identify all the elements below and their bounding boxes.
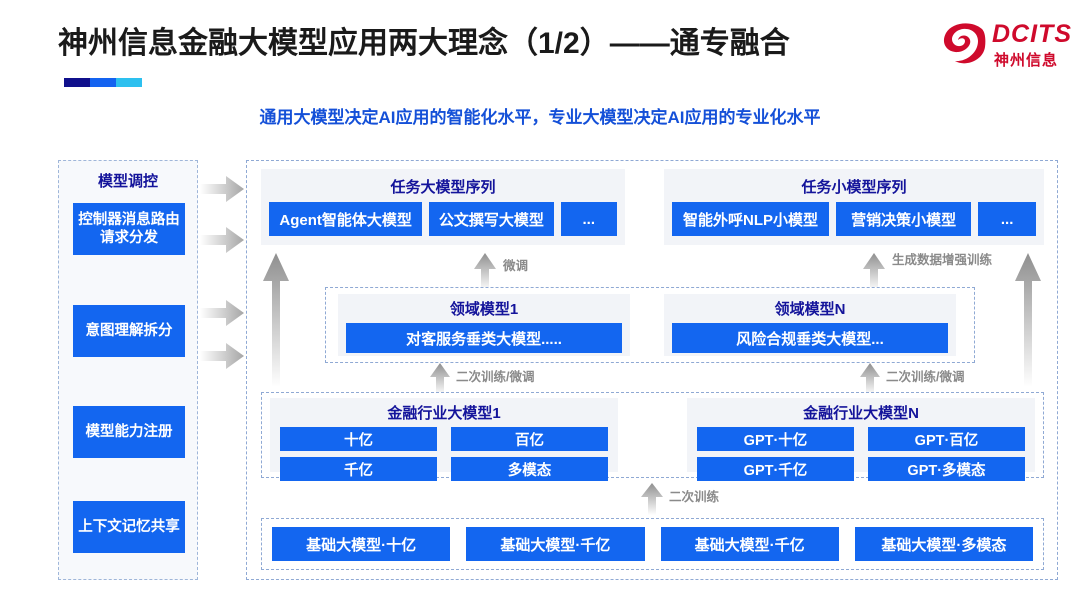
logo-wordmark-cn: 神州信息 — [994, 52, 1059, 69]
flow-arrow-up-gen-data — [863, 253, 885, 291]
task-small-chip-row: 智能外呼NLP小模型 营销决策小模型 ... — [664, 197, 1044, 244]
flow-arrow-up-finetune — [474, 253, 496, 291]
arrow-label-retrain-finetune-left: 二次训练/微调 — [456, 370, 535, 384]
sidebar-item-controller-routing[interactable]: 控制器消息路由请求分发 — [73, 203, 185, 255]
chip-ind-right-gpt-multimodal[interactable]: GPT·多模态 — [868, 457, 1025, 481]
task-small-title: 任务小模型序列 — [801, 179, 907, 196]
chip-risk-compliance-vertical[interactable]: 风险合规垂类大模型... — [672, 323, 948, 353]
logo-wordmark: DCITS — [992, 20, 1072, 48]
domain-left-chip-row: 对客服务垂类大模型..... — [338, 319, 630, 357]
industry-left-panel: 金融行业大模型1 十亿 百亿 千亿 多模态 — [270, 398, 618, 481]
arrow-label-finetune: 微调 — [503, 259, 529, 273]
sidebar-item-context-memory[interactable]: 上下文记忆共享 — [73, 501, 185, 553]
domain-model-group: 领域模型1 对客服务垂类大模型..... 领域模型N 风险合规垂类大模型... — [325, 287, 975, 363]
industry-left-title: 金融行业大模型1 — [387, 405, 501, 422]
architecture-outer-panel: 任务大模型序列 Agent智能体大模型 公文撰写大模型 ... 任务小模型序列 … — [246, 160, 1058, 580]
flow-arrow-up-retrain-center — [641, 483, 663, 515]
sidebar-item-capability-registry[interactable]: 模型能力注册 — [73, 406, 185, 458]
sidebar-item-intent-understanding[interactable]: 意图理解拆分 — [73, 305, 185, 357]
chip-customer-service-vertical[interactable]: 对客服务垂类大模型..... — [346, 323, 622, 353]
connector-arrow-right-2 — [200, 227, 244, 253]
domain-left-title: 领域模型1 — [449, 301, 519, 318]
flow-arrow-up-left-long — [263, 253, 289, 387]
chip-marketing-decision[interactable]: 营销决策小模型 — [836, 202, 972, 236]
task-small-panel: 任务小模型序列 智能外呼NLP小模型 营销决策小模型 ... — [664, 169, 1044, 245]
industry-model-group: 金融行业大模型1 十亿 百亿 千亿 多模态 金融行业大模型N GPT·十亿 GP… — [261, 392, 1044, 481]
foundation-model-group: 基础大模型·十亿 基础大模型·千亿 基础大模型·千亿 基础大模型·多模态 — [261, 518, 1044, 570]
arrow-label-retrain-finetune-right: 二次训练/微调 — [886, 370, 965, 384]
accent-segment-2 — [90, 78, 116, 87]
domain-right-chip-row: 风险合规垂类大模型... — [664, 319, 956, 357]
industry-right-chip-grid: GPT·十亿 GPT·百亿 GPT·千亿 GPT·多模态 — [687, 423, 1035, 489]
chip-doc-writing-llm[interactable]: 公文撰写大模型 — [429, 202, 554, 236]
flow-arrow-up-right-long — [1015, 253, 1041, 387]
industry-left-chip-grid: 十亿 百亿 千亿 多模态 — [270, 423, 618, 489]
chip-task-small-more[interactable]: ... — [978, 202, 1036, 236]
chip-foundation-1b[interactable]: 基础大模型·十亿 — [272, 527, 451, 561]
arrow-label-retrain: 二次训练 — [669, 490, 720, 504]
task-large-panel: 任务大模型序列 Agent智能体大模型 公文撰写大模型 ... — [261, 169, 625, 245]
chip-ind-left-1b[interactable]: 十亿 — [280, 427, 437, 451]
chip-foundation-multimodal[interactable]: 基础大模型·多模态 — [854, 527, 1033, 561]
accent-bar — [64, 78, 142, 87]
chip-outbound-nlp[interactable]: 智能外呼NLP小模型 — [672, 202, 830, 236]
page-subtitle: 通用大模型决定AI应用的智能化水平，专业大模型决定AI应用的专业化水平 — [259, 108, 821, 127]
flow-arrow-up-retrain-right — [860, 363, 880, 395]
chip-agent-llm[interactable]: Agent智能体大模型 — [269, 202, 423, 236]
accent-segment-3 — [116, 78, 142, 87]
chip-task-large-more[interactable]: ... — [560, 202, 617, 236]
dcits-logo: DCITS 神州信息 — [942, 18, 1071, 74]
accent-segment-1 — [64, 78, 90, 87]
connector-arrow-right-3 — [200, 300, 244, 326]
connector-arrow-right-4 — [200, 343, 244, 369]
industry-right-title: 金融行业大模型N — [803, 405, 919, 422]
task-large-chip-row: Agent智能体大模型 公文撰写大模型 ... — [261, 197, 625, 244]
chip-ind-left-multimodal[interactable]: 多模态 — [451, 457, 608, 481]
industry-right-panel: 金融行业大模型N GPT·十亿 GPT·百亿 GPT·千亿 GPT·多模态 — [687, 398, 1035, 481]
domain-right-title: 领域模型N — [774, 301, 846, 318]
chip-ind-left-100b[interactable]: 千亿 — [280, 457, 437, 481]
sidebar-panel: 模型调控 控制器消息路由请求分发 意图理解拆分 模型能力注册 上下文记忆共享 — [58, 160, 198, 580]
connector-arrow-right-1 — [200, 176, 244, 202]
domain-left-panel: 领域模型1 对客服务垂类大模型..... — [338, 294, 630, 356]
arrow-label-gen-data-aug: 生成数据增强训练 — [892, 253, 993, 267]
chip-ind-right-gpt-10b[interactable]: GPT·百亿 — [868, 427, 1025, 451]
chip-foundation-100b-a[interactable]: 基础大模型·千亿 — [466, 527, 645, 561]
page-title: 神州信息金融大模型应用两大理念（1/2）——通专融合 — [58, 27, 790, 60]
flow-arrow-up-retrain-left — [430, 363, 450, 395]
chip-ind-right-gpt-100b[interactable]: GPT·千亿 — [697, 457, 854, 481]
sidebar-title: 模型调控 — [97, 173, 158, 190]
chip-ind-right-gpt-1b[interactable]: GPT·十亿 — [697, 427, 854, 451]
domain-right-panel: 领域模型N 风险合规垂类大模型... — [664, 294, 956, 356]
logo-swoosh-icon — [943, 23, 986, 64]
task-large-title: 任务大模型序列 — [390, 179, 496, 196]
chip-foundation-100b-b[interactable]: 基础大模型·千亿 — [660, 527, 839, 561]
foundation-chip-row: 基础大模型·十亿 基础大模型·千亿 基础大模型·千亿 基础大模型·多模态 — [262, 519, 1043, 569]
chip-ind-left-10b[interactable]: 百亿 — [451, 427, 608, 451]
